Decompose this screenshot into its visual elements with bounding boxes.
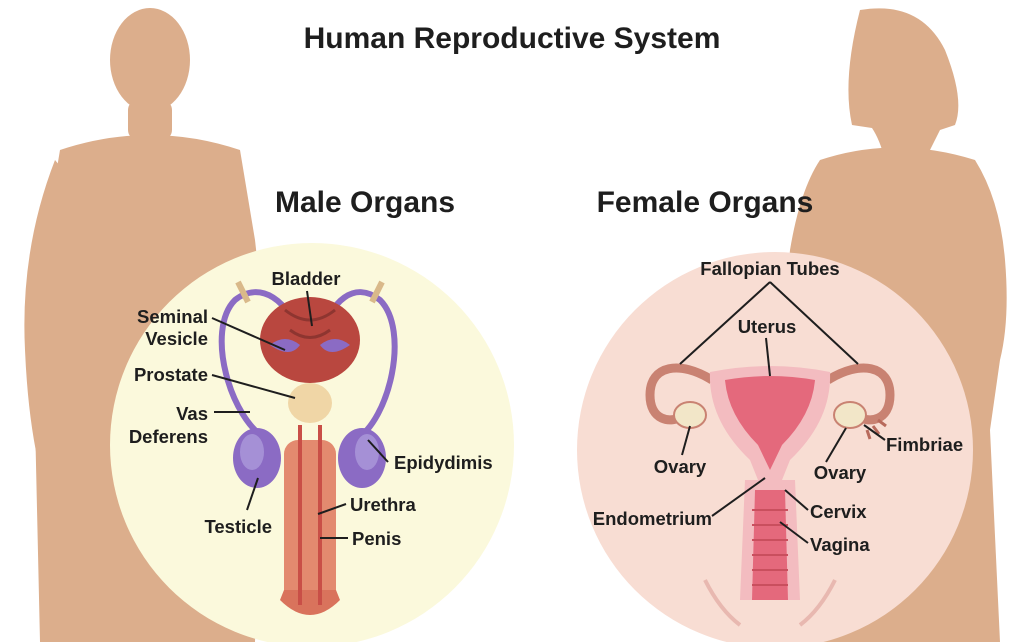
ovary-left-organ bbox=[673, 401, 707, 429]
female-organs-diagram bbox=[645, 363, 895, 627]
label-prostate: Prostate bbox=[133, 364, 208, 385]
fimbriae-leader bbox=[863, 424, 886, 441]
label-vas-deferens-line2: Deferens bbox=[128, 426, 208, 447]
testicle-right-highlight bbox=[355, 434, 379, 470]
page-title: Human Reproductive System bbox=[303, 22, 721, 55]
vaginal-rugae bbox=[752, 509, 788, 586]
ureter-left bbox=[235, 280, 251, 304]
label-vas-deferens-line1: Vas bbox=[176, 403, 208, 424]
fimbriae-organ bbox=[865, 418, 887, 440]
epididymis-leader bbox=[367, 439, 389, 463]
label-urethra: Urethra bbox=[350, 494, 416, 515]
bladder-texture bbox=[284, 308, 336, 339]
urethra-leader bbox=[317, 503, 347, 515]
ovary-right-leader bbox=[825, 427, 847, 463]
label-ovary-right: Ovary bbox=[813, 462, 867, 483]
testicle-left-highlight bbox=[240, 434, 264, 470]
fallopian-tube-left bbox=[645, 363, 715, 425]
endometrium-layer bbox=[725, 376, 815, 470]
label-bladder: Bladder bbox=[271, 268, 341, 289]
label-epididymis: Epidydimis bbox=[394, 452, 493, 473]
label-vagina: Vagina bbox=[810, 534, 870, 555]
female-leader-lines bbox=[679, 281, 886, 544]
label-uterus: Uterus bbox=[737, 316, 797, 337]
seminal-vesicle-left bbox=[270, 339, 300, 352]
testicle-leader bbox=[246, 477, 259, 511]
male-heading: Male Organs bbox=[274, 186, 456, 219]
fallopian-leader-left bbox=[679, 281, 771, 365]
label-seminal-vesicle-line1: Seminal bbox=[137, 306, 208, 327]
prostate-organ bbox=[288, 383, 332, 423]
uterus-leader bbox=[765, 337, 771, 377]
bladder-leader bbox=[306, 290, 313, 327]
label-endometrium: Endometrium bbox=[592, 508, 712, 529]
ureter-right bbox=[369, 280, 385, 304]
label-ovary-left: Ovary bbox=[653, 456, 707, 477]
ovary-left-leader bbox=[681, 425, 691, 456]
seminal-vesicle-right bbox=[320, 339, 350, 352]
vaginal-canal bbox=[752, 490, 788, 600]
ovary-right-organ bbox=[833, 401, 867, 429]
penis-organ bbox=[284, 440, 336, 608]
cervix-leader bbox=[784, 489, 809, 511]
prostate-leader bbox=[211, 374, 296, 399]
fallopian-leader-right bbox=[769, 281, 859, 365]
label-penis: Penis bbox=[352, 528, 402, 549]
seminal-vesicle-leader bbox=[211, 317, 286, 351]
vagina-leader bbox=[779, 521, 809, 544]
male-leader-lines bbox=[211, 290, 389, 539]
male-organs-diagram bbox=[218, 280, 398, 615]
endometrium-leader bbox=[711, 477, 766, 517]
vulva-outline bbox=[703, 579, 837, 627]
bladder-organ bbox=[260, 297, 360, 383]
label-fimbriae: Fimbriae bbox=[886, 434, 964, 455]
label-fallopian-tubes: Fallopian Tubes bbox=[700, 258, 840, 279]
label-cervix: Cervix bbox=[810, 501, 867, 522]
label-testicle: Testicle bbox=[204, 516, 272, 537]
fallopian-tube-right bbox=[825, 363, 895, 425]
label-seminal-vesicle-line2: Vesicle bbox=[145, 328, 208, 349]
glans bbox=[280, 590, 340, 615]
female-heading: Female Organs bbox=[596, 186, 814, 219]
